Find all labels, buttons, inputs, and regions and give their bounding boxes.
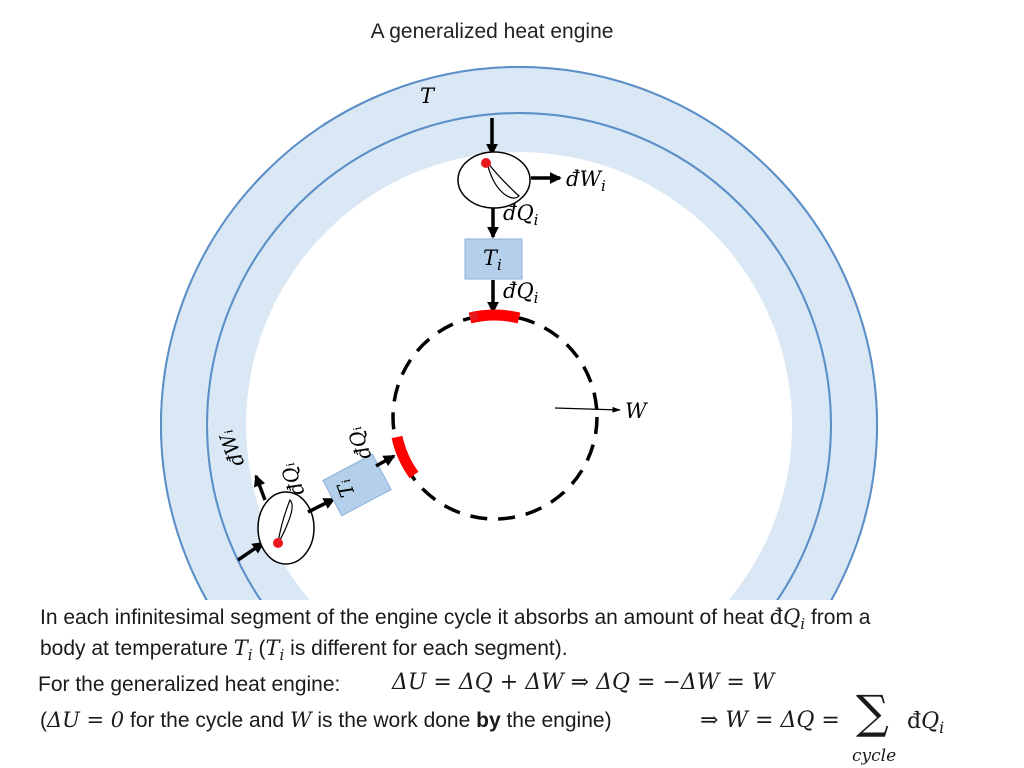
cycle-dot-top — [469, 311, 479, 321]
line2-text-a: body at temperature — [40, 637, 234, 660]
line2-text-b: ( — [252, 637, 266, 660]
line2-T2-sub: i — [279, 645, 285, 664]
label-work-top-sub: i — [601, 177, 606, 195]
line4-W: W — [289, 708, 312, 732]
reservoir-band — [160, 66, 878, 600]
label-box-top: Ti — [483, 246, 502, 274]
reservoir-temperature-label: T — [420, 84, 436, 108]
engine-left-dot — [273, 538, 283, 548]
explanation-line-2: body at temperature Ti (Ti is different … — [40, 636, 568, 664]
label-net-work: W — [625, 399, 649, 423]
engine-cycle — [391, 313, 599, 521]
sum-term-sub: i — [939, 718, 945, 738]
arrow-work-left — [253, 474, 267, 501]
page-title: A generalized heat engine — [370, 20, 614, 43]
label-heat-top-lower-var: Q — [516, 279, 533, 303]
line2-T-sub: i — [247, 645, 253, 664]
line1-math-var: Q — [783, 605, 801, 629]
engine-top-cycle-shape — [486, 161, 520, 199]
label-work-top-var: W — [579, 167, 603, 191]
line4-text-b: for the cycle and — [124, 709, 290, 732]
label-work-top-bar: đ — [566, 167, 580, 191]
sum-subscript: cycle — [852, 746, 897, 766]
engine-top-dot — [481, 158, 491, 168]
arrow-heat-box-to-cycle-left — [375, 454, 396, 468]
label-heat-top-lower: đQi — [503, 279, 539, 307]
line1-math-sub: i — [800, 614, 806, 633]
sum-term-bar: đ — [907, 709, 922, 734]
line4-text-d: the engine) — [500, 709, 612, 732]
line4-text-c: is the work done — [311, 709, 477, 732]
explanation-line-4: (ΔU = 0 for the cycle and W is the work … — [40, 708, 612, 733]
label-heat-left-upper: đQᵢ — [342, 424, 376, 463]
line1-text-a: In each infinitesimal segment of the eng… — [40, 606, 770, 629]
label-heat-top-lower-sub: i — [534, 289, 539, 307]
explanation-line-1: In each infinitesimal segment of the eng… — [40, 605, 870, 633]
temperature-box-left — [322, 453, 392, 517]
arrow-reservoir-to-engine-left — [237, 541, 265, 562]
line4-text-a: ( — [40, 709, 47, 732]
sum-term: đQi — [907, 708, 944, 737]
sum-term-var: Q — [921, 709, 940, 734]
label-heat-top-upper-bar: đ — [503, 201, 517, 225]
engine-left-cycle-shape — [277, 498, 293, 544]
line2-T: T — [233, 636, 248, 660]
work-equation: ⇒ W = ΔQ = — [700, 708, 840, 733]
line4-bold-by: by — [476, 709, 501, 732]
line1-math-bar: đ — [769, 605, 784, 629]
line2-T2: T — [265, 636, 280, 660]
arrow-heat-engine-to-box-left — [307, 497, 336, 514]
line1-text-b: from a — [805, 606, 871, 629]
sum-symbol: ∑ — [856, 685, 889, 739]
label-box-top-var: T — [483, 246, 499, 270]
label-heat-top-upper-var: Q — [516, 201, 533, 225]
first-law-equation: ΔU = ΔQ + ΔW ⇒ ΔQ = −ΔW = W — [392, 670, 775, 695]
line2-text-c: is different for each segment). — [284, 637, 568, 660]
label-heat-top-upper-sub: i — [534, 211, 539, 229]
line3-text: For the generalized heat engine: — [38, 673, 341, 696]
temperature-box-top — [464, 238, 523, 280]
explanation-line-3: For the generalized heat engine: — [38, 673, 340, 697]
line4-eq1: ΔU = 0 — [47, 708, 125, 732]
arrow-net-work — [554, 406, 621, 413]
label-heat-top-upper: đQi — [503, 201, 539, 229]
hot-segment-left — [391, 435, 419, 479]
label-heat-top-lower-bar: đ — [503, 279, 517, 303]
label-box-top-sub: i — [497, 256, 502, 274]
label-work-top: đWi — [566, 167, 606, 195]
